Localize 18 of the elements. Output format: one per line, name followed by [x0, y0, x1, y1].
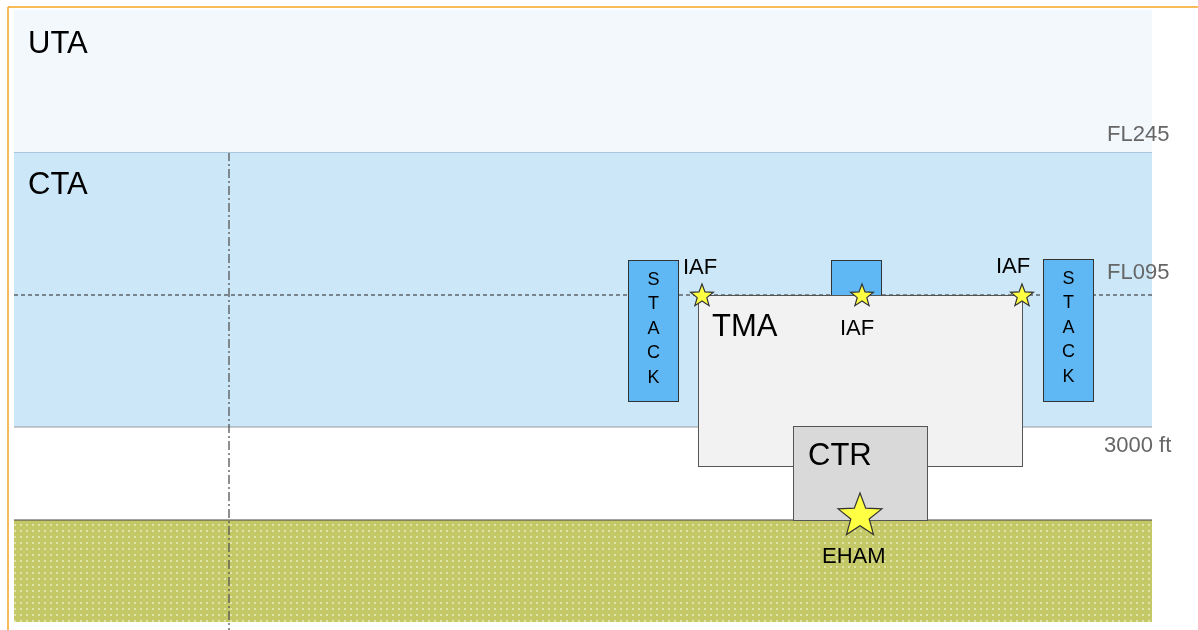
holding-box	[831, 260, 882, 296]
holding-stack-box	[628, 260, 679, 402]
area-label: TMA	[712, 310, 778, 341]
airspace-box	[793, 426, 928, 521]
area-label: UTA	[28, 27, 88, 58]
area-label: CTA	[28, 168, 88, 199]
altitude-label: FL095	[1107, 261, 1170, 283]
altitude-label: 3000 ft	[1104, 434, 1172, 456]
area-label: STACK	[1061, 267, 1076, 388]
holding-stack-box	[1043, 259, 1094, 402]
fix-label: IAF	[683, 256, 718, 278]
area-label: STACK	[646, 268, 661, 389]
fix-label: IAF	[996, 255, 1031, 277]
airspace-box	[698, 295, 1023, 467]
altitude-label: FL245	[1107, 123, 1170, 145]
area-label: CTR	[808, 439, 872, 470]
airport-label: EHAM	[822, 545, 886, 567]
fix-label: IAF	[840, 317, 875, 339]
